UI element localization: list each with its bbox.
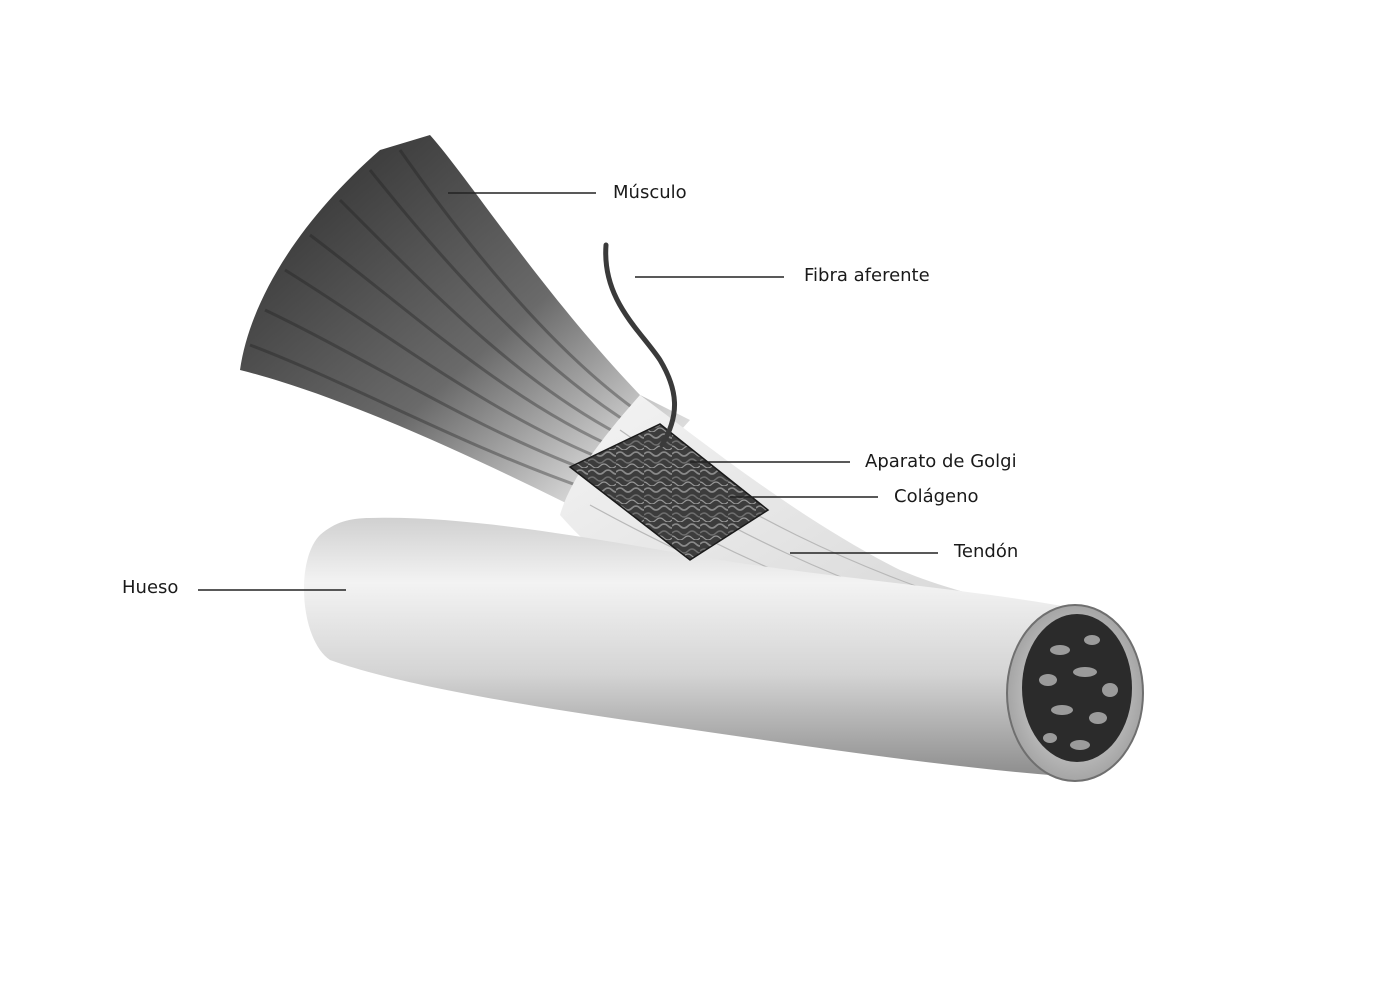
label-hueso: Hueso [122,577,179,598]
label-musculo: Músculo [613,182,687,203]
bone-shape [303,517,1090,778]
bone-trabeculae [1039,635,1118,750]
golgi-window [568,423,770,561]
leader-lines [198,192,938,591]
bone-marrow [1022,614,1132,762]
label-tendon: Tendón [954,541,1019,562]
label-colageno: Colágeno [894,486,979,507]
muscle-fibers [249,149,651,492]
label-aparato-de-golgi: Aparato de Golgi [865,451,1017,472]
afferent-fiber [603,242,677,448]
label-fibra-aferente: Fibra aferente [804,265,930,286]
muscle-shape [240,135,690,520]
